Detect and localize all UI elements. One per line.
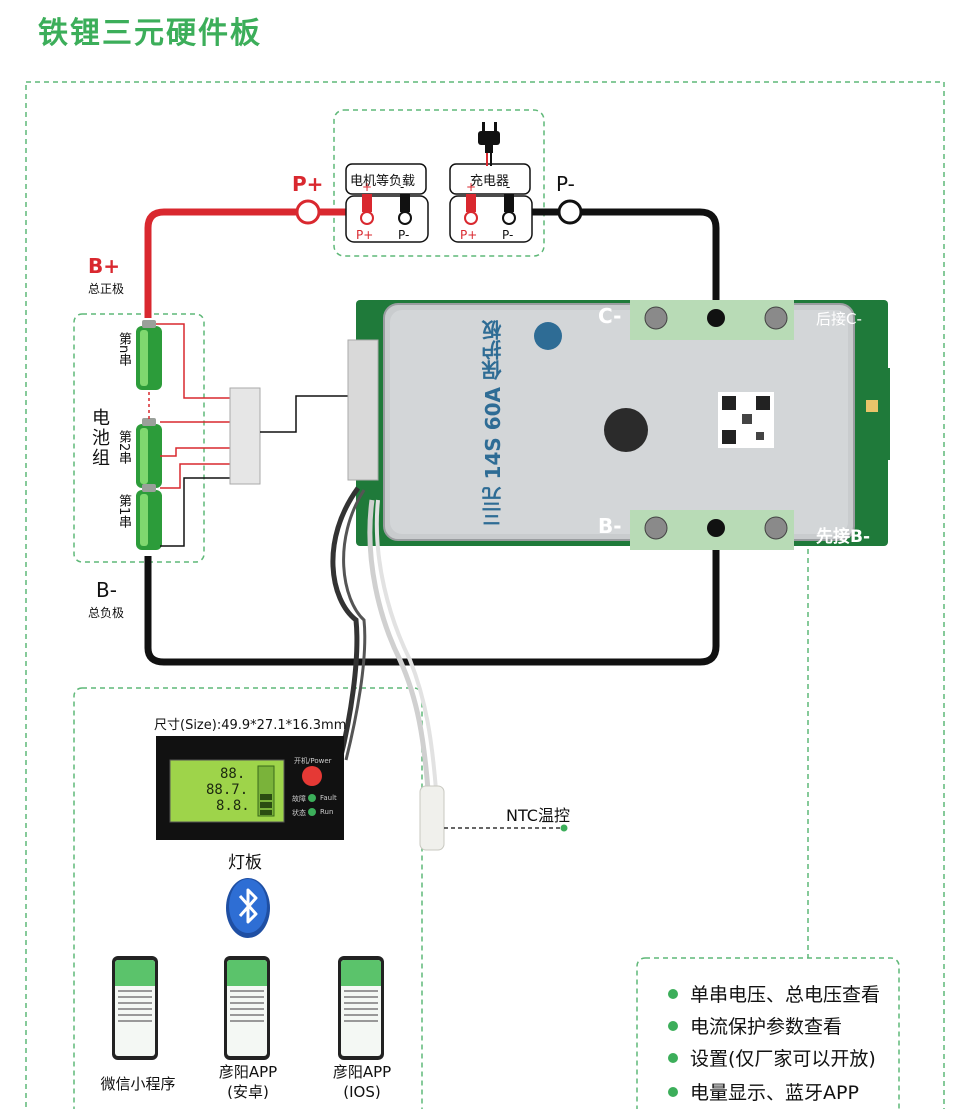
positive-wire [144, 208, 296, 318]
fault-en-label: Fault [320, 794, 337, 802]
load-label: 电机等负载 [350, 174, 416, 189]
lcd-line-3: 8.8. [216, 798, 250, 814]
b-plus-label: B+ [88, 254, 121, 278]
power-plug-icon [478, 122, 500, 166]
cell-1-label: 第1串 [116, 494, 131, 529]
battery-cell-n [136, 320, 162, 390]
display-cable [330, 486, 361, 761]
charger-minus-sign: - [506, 180, 511, 194]
load-p-minus: P- [398, 228, 410, 242]
status-label: 状态 [292, 809, 306, 817]
lcd-line-2: 88.7. [206, 782, 249, 798]
run-en-label: Run [320, 808, 334, 816]
cell-2-label: 第2串 [116, 430, 131, 465]
bluetooth-icon [226, 878, 270, 938]
battery-frame [73, 313, 205, 563]
battery-group-label: 电池组 [89, 408, 110, 468]
phone-android [224, 956, 270, 1060]
load-plus-sign: + [362, 180, 373, 194]
battery-cell-1 [136, 484, 162, 550]
charger-label: 充电器 [470, 174, 510, 189]
c-minus-note: 后接C- [816, 310, 862, 328]
bullet-icon [668, 1020, 678, 1031]
led-display-panel [156, 736, 344, 840]
app-label-ios: 彦阳APP(IOS) [332, 1063, 392, 1101]
feature-item: 电量显示、蓝牙APP [668, 1078, 859, 1105]
p-plus-terminal [295, 199, 321, 225]
features-frame [636, 957, 900, 1109]
display-name: 灯板 [228, 853, 262, 873]
fault-label: 故障 [292, 795, 306, 803]
b-plus-sub: 总正极 [88, 282, 125, 296]
bullet-icon [668, 1052, 678, 1063]
load-p-plus: P+ [356, 228, 374, 242]
p-plus-label: P+ [292, 172, 324, 196]
ntc-probe [419, 785, 445, 851]
ntc-cable [367, 499, 431, 791]
app-label-android: 彦阳APP(安卓) [218, 1063, 278, 1101]
p-minus-label: P- [556, 172, 575, 196]
display-size: 尺寸(Size):49.9*27.1*16.3mm [154, 718, 347, 733]
charger-p-plus: P+ [460, 228, 478, 242]
charger-plus-sign: + [466, 180, 477, 194]
loads-frame [333, 109, 545, 257]
outer-frame [25, 81, 945, 1109]
b-minus-label: B- [96, 578, 117, 602]
feature-item: 电流保护参数查看 [668, 1012, 842, 1039]
balance-connector [229, 387, 261, 485]
display-frame [73, 687, 423, 1109]
feature-item: 单串电压、总电压查看 [668, 980, 880, 1007]
b-minus-board-note: 先接B- [816, 527, 871, 547]
b-minus-wire [144, 540, 720, 666]
bullet-icon [668, 1086, 678, 1097]
phone-wechat [112, 956, 158, 1060]
cell-n-label: 第n串 [116, 332, 131, 367]
load-minus-sign: - [400, 180, 405, 194]
battery-cell-2 [136, 418, 162, 488]
phone-ios [338, 956, 384, 1060]
bms-board [347, 300, 890, 550]
power-label: 开机/Power [294, 757, 332, 765]
b-minus-board-label: B- [598, 514, 622, 538]
lcd-line-1: 88. [220, 766, 246, 782]
p-minus-terminal [557, 199, 583, 225]
charger-p-minus: P- [502, 228, 514, 242]
ntc-label: NTC温控 [506, 806, 570, 825]
c-minus-label: C- [598, 304, 622, 328]
feature-item: 设置(仅厂家可以开放) [668, 1044, 876, 1071]
board-product-text: 三元 14S 60A 保护板 [481, 320, 505, 527]
page-title: 铁锂三元硬件板 [38, 16, 262, 51]
b-minus-sub: 总负极 [88, 606, 125, 620]
bullet-icon [668, 988, 678, 999]
app-label-wechat: 微信小程序 [100, 1075, 176, 1093]
